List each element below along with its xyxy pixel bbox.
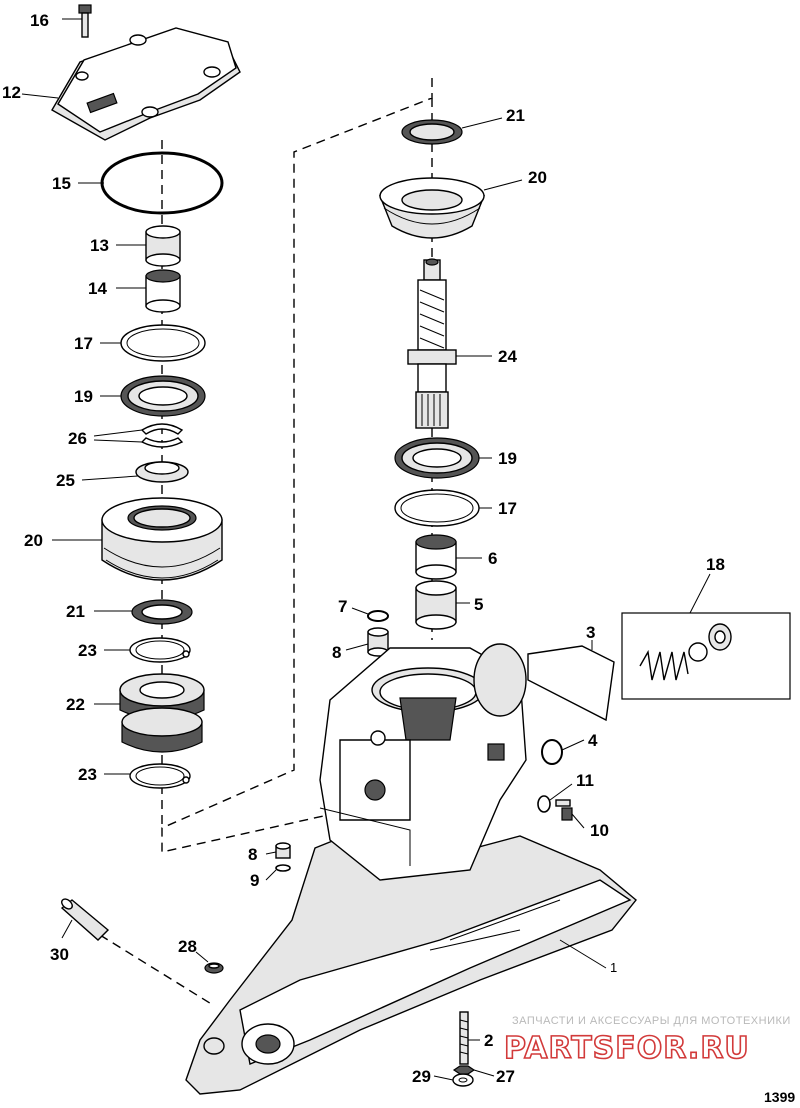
callout-23-lower: 23 [78, 765, 97, 784]
part-19-thrust-bearing-left [120, 375, 206, 417]
part-4-o-ring [541, 739, 563, 765]
callout-21-left: 21 [66, 602, 85, 621]
watermark-tagline: ЗАПЧАСТИ И АКСЕССУАРЫ ДЛЯ МОТОТЕХНИКИ [512, 1015, 791, 1027]
callout-20-right: 20 [528, 168, 547, 187]
part-30-pin [60, 898, 110, 941]
part-25-bushing [135, 461, 189, 483]
callout-7: 7 [338, 597, 347, 616]
part-16-bolt [78, 4, 92, 38]
callout-19-left: 19 [74, 387, 93, 406]
callout-11: 11 [576, 771, 594, 790]
callout-21-right: 21 [506, 106, 525, 125]
callout-27: 27 [496, 1067, 515, 1086]
figure-number: 1399 [764, 1089, 795, 1105]
callout-17-left: 17 [74, 334, 93, 353]
callout-25: 25 [56, 471, 75, 490]
callout-20-left: 20 [24, 531, 43, 550]
watermark: ЗАПЧАСТИ И АКСЕССУАРЫ ДЛЯ МОТОТЕХНИКИ PA… [503, 1015, 791, 1067]
callout-5: 5 [474, 595, 483, 614]
part-20-bevel-gear-left [101, 497, 223, 581]
part-19-thrust-bearing-right [394, 437, 480, 479]
part-17-washer-right [394, 489, 480, 527]
callout-19-right: 19 [498, 449, 517, 468]
callout-30: 30 [50, 945, 69, 964]
callout-26: 26 [68, 429, 87, 448]
part-29-washer [452, 1073, 474, 1087]
part-10-screw [555, 799, 573, 821]
callout-2: 2 [484, 1031, 493, 1050]
part-23-snap-ring-lower [129, 763, 191, 789]
callout-9: 9 [250, 871, 259, 890]
part-14-needle-bearing [145, 269, 181, 313]
callout-leader-lines [21, 18, 711, 1081]
part-8-sleeve-lower [275, 842, 291, 859]
part-12-top-cover [51, 27, 241, 141]
part-9-o-ring [275, 864, 291, 872]
part-26-retaining-rings [140, 423, 184, 448]
part-3-gasket [527, 645, 615, 722]
callout-1: 1 [610, 960, 617, 975]
callout-3: 3 [586, 623, 595, 642]
part-13-sleeve [145, 225, 181, 267]
callout-12: 12 [2, 83, 21, 102]
callout-14: 14 [88, 279, 107, 298]
callout-labels: 16 12 15 13 14 17 19 26 25 20 21 23 22 2… [2, 11, 725, 1086]
part-21-race-left [131, 599, 193, 625]
callout-29: 29 [412, 1067, 431, 1086]
part-17-washer-left [120, 324, 206, 362]
callout-23-upper: 23 [78, 641, 97, 660]
callout-10: 10 [590, 821, 609, 840]
part-18-detail-box [621, 612, 791, 700]
watermark-brand: PARTSFOR.RU [504, 1031, 750, 1066]
callout-6: 6 [488, 549, 497, 568]
callout-24: 24 [498, 347, 517, 366]
part-6-needle-bearing [415, 534, 457, 580]
callout-8-lower: 8 [248, 845, 257, 864]
callout-8-upper: 8 [332, 643, 341, 662]
part-2-stud [459, 1011, 469, 1065]
callout-28: 28 [178, 937, 197, 956]
callout-15: 15 [52, 174, 71, 193]
part-20-bevel-gear-right [378, 177, 486, 239]
part-28-screw [204, 962, 224, 974]
part-7-o-ring [367, 610, 389, 622]
callout-16: 16 [30, 11, 49, 30]
part-23-snap-ring-upper [129, 637, 191, 663]
part-22-tapered-bearing [119, 673, 205, 753]
callout-18: 18 [706, 555, 725, 574]
callout-4: 4 [588, 731, 598, 750]
callout-22: 22 [66, 695, 85, 714]
part-5-sleeve [415, 580, 457, 630]
part-11-washer [537, 795, 551, 813]
callout-17-right: 17 [498, 499, 517, 518]
callout-13: 13 [90, 236, 109, 255]
part-1-gear-housing [185, 643, 637, 1095]
part-24-drive-shaft [407, 258, 457, 429]
part-21-race-right [401, 119, 463, 145]
part-27-nut [452, 1065, 476, 1075]
